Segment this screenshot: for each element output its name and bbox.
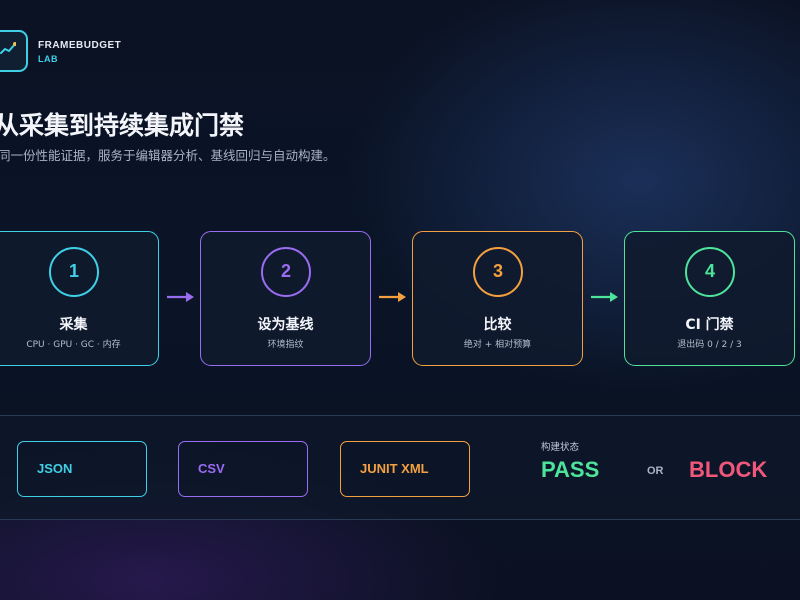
- step-title: 采集: [59, 317, 88, 333]
- step-number: 2: [261, 247, 311, 297]
- format-csv: CSV: [178, 441, 308, 497]
- step-description: 环境指纹: [267, 340, 304, 350]
- format-json: JSON: [17, 441, 147, 497]
- step-capture: 1 采集 CPU · GPU · GC · 内存: [0, 231, 159, 366]
- status-pass: PASS: [541, 457, 600, 482]
- page-subtitle: 同一份性能证据，服务于编辑器分析、基线回归与自动构建。: [0, 148, 336, 163]
- step-title: 比较: [483, 317, 512, 333]
- format-junit-xml: JUNIT XML: [340, 441, 470, 497]
- step-ci-gate: 4 CI 门禁 退出码 0 / 2 / 3: [624, 231, 795, 366]
- status-or: OR: [647, 465, 664, 477]
- step-set-baseline: 2 设为基线 环境指纹: [200, 231, 371, 366]
- step-title: CI 门禁: [685, 317, 734, 333]
- brand-name: FRAMEBUDGET: [38, 40, 122, 51]
- logo: [0, 30, 28, 72]
- step-description: CPU · GPU · GC · 内存: [26, 340, 121, 350]
- arrow-right-icon: [591, 292, 618, 302]
- step-number: 3: [473, 247, 523, 297]
- status-block: BLOCK: [689, 457, 768, 482]
- trend-chart-icon: [0, 42, 16, 54]
- brand-sub: LAB: [38, 54, 58, 64]
- step-number: 1: [49, 247, 99, 297]
- build-status-label: 构建状态: [541, 442, 580, 453]
- step-description: 绝对 + 相对预算: [463, 340, 532, 350]
- page-title: 从采集到持续集成门禁: [0, 111, 245, 140]
- step-compare: 3 比较 绝对 + 相对预算: [412, 231, 583, 366]
- arrow-right-icon: [379, 292, 406, 302]
- step-number: 4: [685, 247, 735, 297]
- arrow-right-icon: [167, 292, 194, 302]
- step-title: 设为基线: [257, 317, 314, 333]
- step-description: 退出码 0 / 2 / 3: [677, 340, 742, 350]
